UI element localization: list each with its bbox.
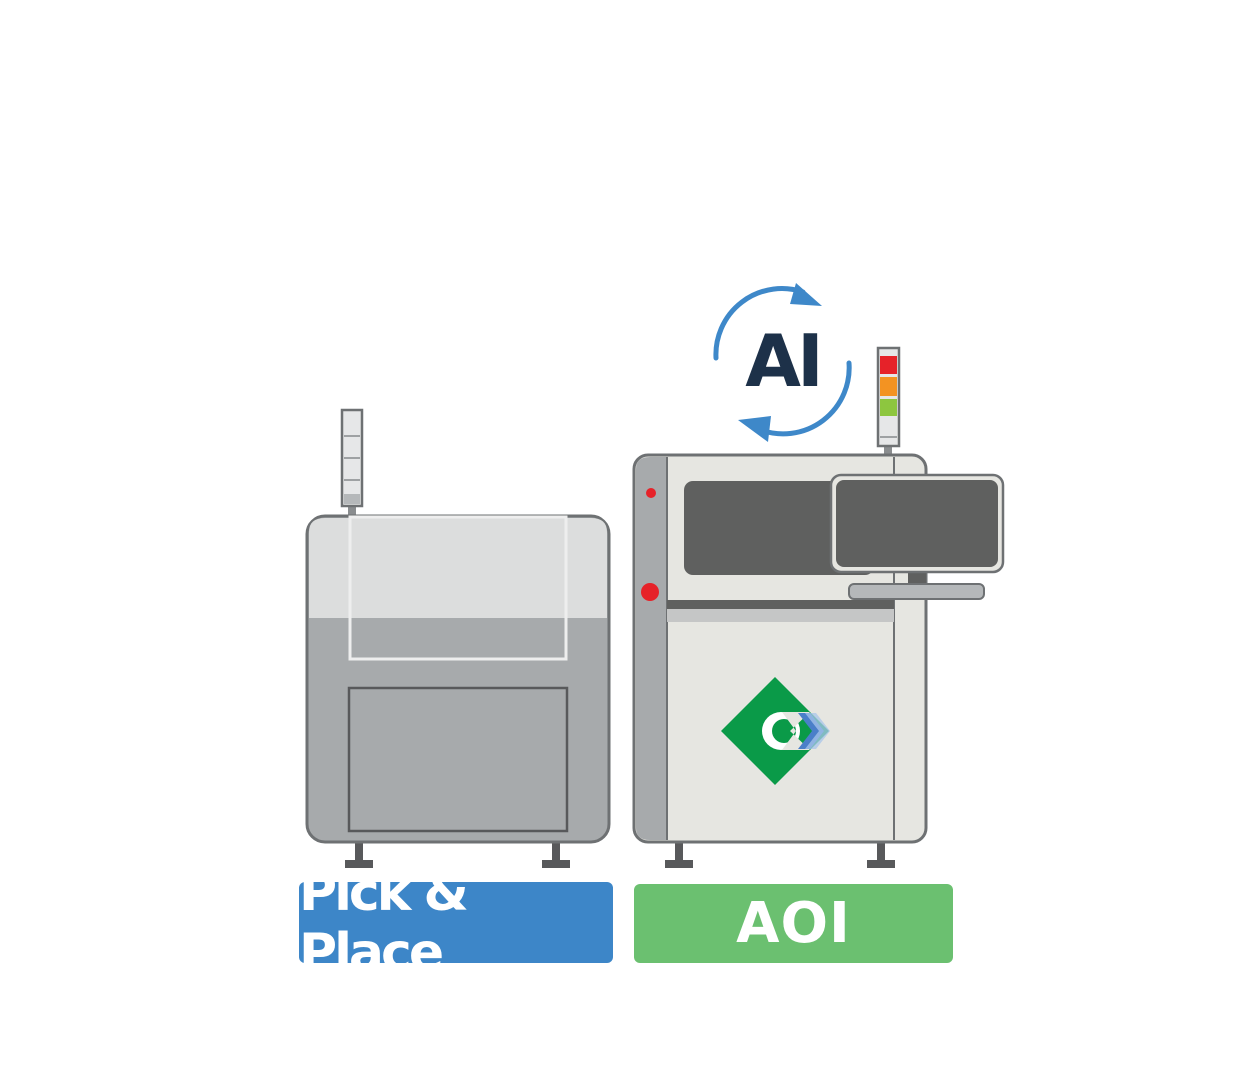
pick-place-signal-tower [340,408,364,517]
aoi-feet [665,842,895,868]
tower-red-light [880,356,897,374]
aoi-monitor-screen [836,480,998,567]
circular-arrows-icon [713,283,852,442]
pick-place-lower-door [347,686,569,833]
aoi-machine [632,346,1005,868]
aoi-inspection-window [684,481,874,575]
pick-place-hood-window [348,515,568,661]
pick-place-machine [305,408,611,868]
pick-place-feet [345,842,570,868]
diamond-c-logo-icon [721,677,830,785]
aoi-label: AOI [634,884,953,963]
tower-green-light [880,399,897,416]
aoi-indicator-large [641,583,659,601]
tower-orange-light [880,377,897,396]
pick-place-label: Pick & Place [299,863,613,983]
ai-label: AI [745,319,824,403]
aoi-keyboard-tray [848,583,985,600]
aoi-indicator-small [646,488,656,498]
aoi-signal-tower [876,346,901,460]
